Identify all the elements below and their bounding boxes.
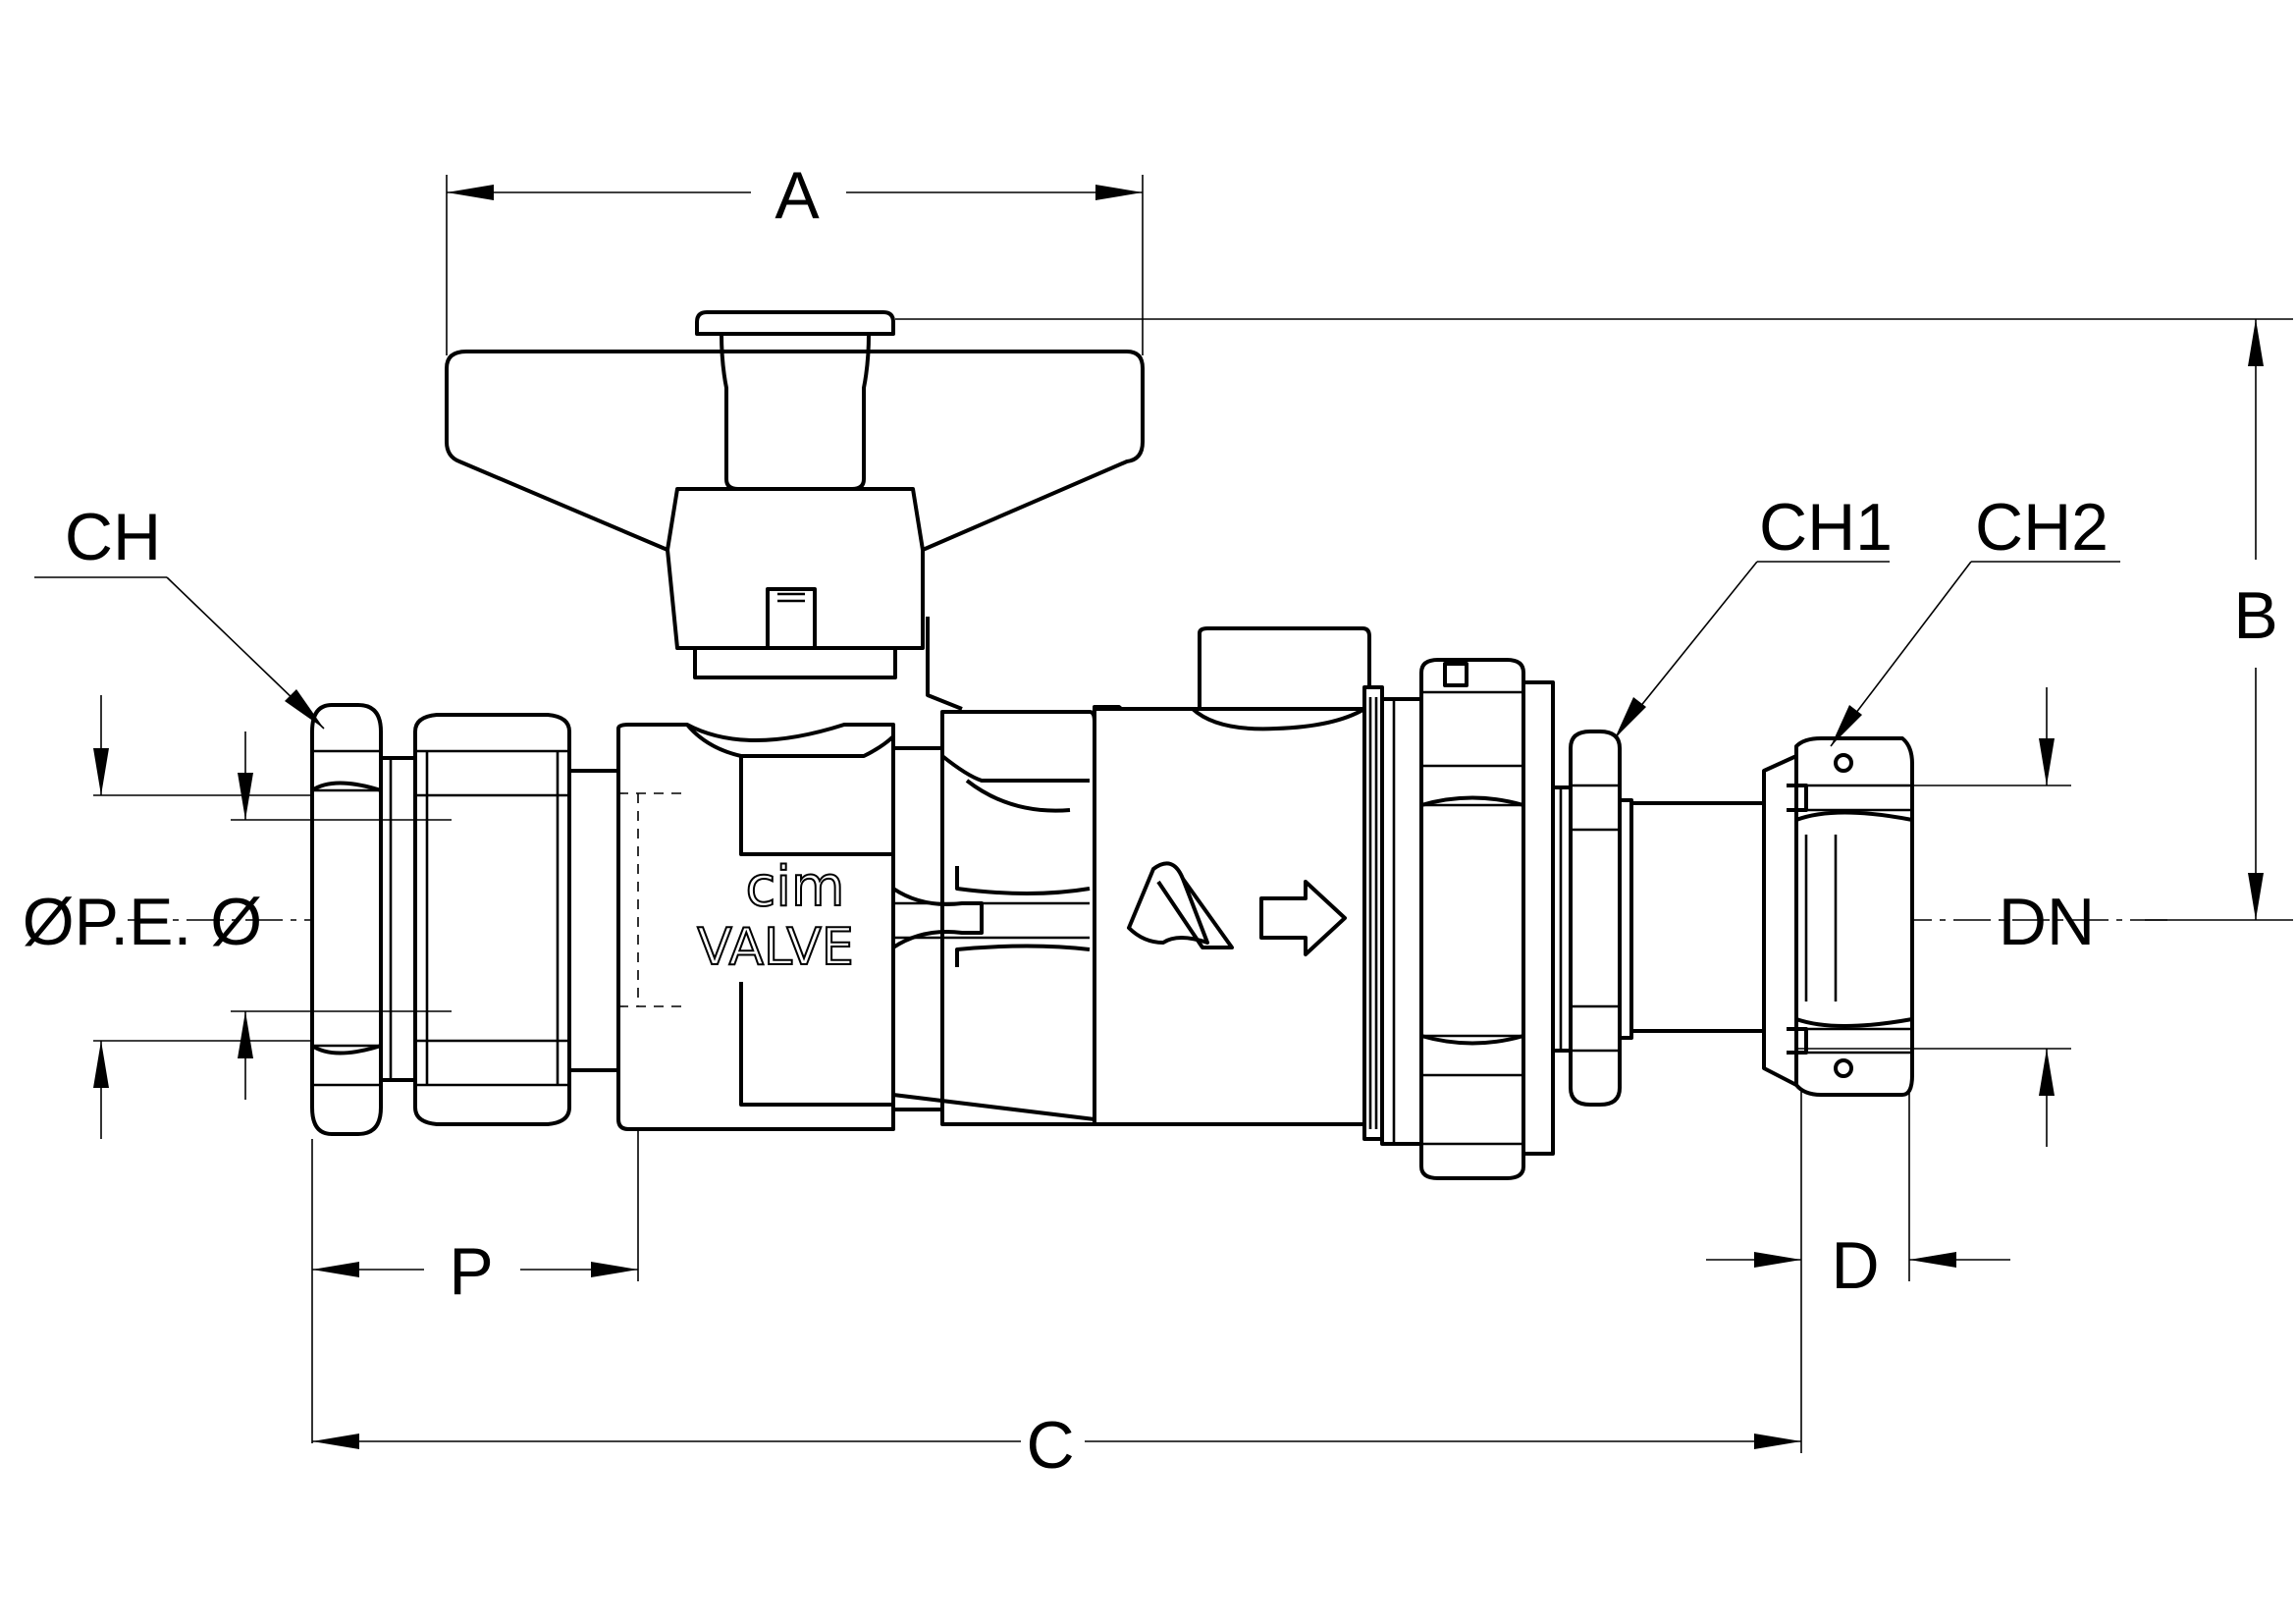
left-coupling-nut — [413, 713, 620, 1126]
dimension-b: B — [895, 318, 2293, 921]
dimension-d-label: D — [1831, 1228, 1879, 1303]
ch2-label: CH2 — [1975, 490, 2109, 565]
dimension-dn: DN — [1796, 687, 2095, 1147]
dimension-a: A — [446, 158, 1144, 355]
dimension-c: C — [312, 1408, 1801, 1483]
dn-label: DN — [1999, 885, 2095, 959]
ch1-leader: CH1 — [1614, 490, 1893, 739]
hidden-lines — [618, 792, 687, 1007]
dimension-b-label: B — [2233, 578, 2277, 653]
ch2-leader: CH2 — [1830, 490, 2120, 747]
ch1-nut — [1551, 730, 1766, 1107]
pe-diameter-label: ØP.E. Ø — [23, 885, 262, 959]
dimension-p: P — [311, 1129, 639, 1443]
model-text: VALVE — [697, 918, 854, 977]
union-nut — [1380, 658, 1555, 1180]
ch-label: CH — [65, 500, 161, 574]
logo-icon — [1127, 861, 1234, 949]
stem-block — [666, 487, 963, 711]
dimension-a-label: A — [774, 158, 820, 233]
ch2-fitting — [1762, 736, 1914, 1097]
dimension-pe-diameter: ØP.E. Ø — [23, 695, 452, 1139]
valve-body — [616, 626, 1384, 1141]
flow-arrow-icon — [1259, 880, 1347, 956]
dimension-c-label: C — [1026, 1408, 1074, 1483]
ch1-label: CH1 — [1759, 490, 1893, 565]
ch-leader: CH — [34, 500, 325, 730]
brand-text: cim — [746, 855, 845, 919]
dimension-p-label: P — [449, 1234, 493, 1309]
dimension-d: D — [1706, 1090, 2010, 1453]
left-hex-nut — [310, 703, 417, 1136]
body-marking: cim VALVE — [696, 854, 855, 978]
